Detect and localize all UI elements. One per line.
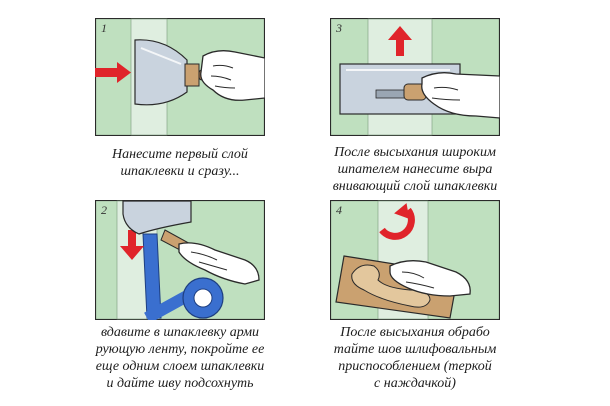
caption-line: с наждачкой) <box>374 376 456 391</box>
caption-line: После высыхания обрабо <box>340 325 490 340</box>
panel-step-3: 3 <box>330 18 500 136</box>
panel-2-caption: вдавите в шпаклевку арми рующую ленту, п… <box>70 324 290 392</box>
caption-line: После высыхания широким <box>334 145 496 160</box>
caption-line: внивающий слой шпаклевки <box>332 179 498 194</box>
step-number: 2 <box>101 203 107 217</box>
hand-icon <box>200 50 265 101</box>
arrow-down-icon <box>120 230 144 260</box>
panel-step-2: 2 <box>95 200 265 320</box>
caption-line: и дайте шву подсохнуть <box>106 376 254 391</box>
caption-line: еще одним слоем шпаклевки <box>95 359 265 374</box>
panel-1-illustration: 1 <box>95 18 265 136</box>
step-number: 1 <box>101 21 107 35</box>
caption-line: шпаклевки и сразу... <box>120 164 240 179</box>
panel-step-4: 4 <box>330 200 500 320</box>
caption-line: тайте шов шлифовальным <box>333 342 497 357</box>
step-number: 4 <box>336 203 342 217</box>
caption-line: рующую ленту, покройте ее <box>95 342 265 357</box>
reinforcing-tape-roll-icon <box>142 233 224 320</box>
panel-1-caption: Нанесите первый слой шпаклевки и сразу..… <box>90 146 270 180</box>
caption-line: шпателем нанесите выра <box>337 162 493 177</box>
caption-line: Нанесите первый слой <box>112 147 248 162</box>
panel-4-caption: После высыхания обрабо тайте шов шлифова… <box>305 324 525 392</box>
panel-4-illustration: 4 <box>330 200 500 320</box>
hand-icon <box>178 242 260 285</box>
hand-icon <box>421 72 500 119</box>
panel-3-caption: После высыхания широким шпателем нанесит… <box>310 144 520 195</box>
caption-line: вдавите в шпаклевку арми <box>100 325 259 340</box>
caption-line: приспособлением (теркой <box>338 359 492 374</box>
rotate-arrow-icon <box>379 203 415 240</box>
hand-icon <box>389 260 471 297</box>
arrow-up-icon <box>388 26 412 56</box>
panel-3-illustration: 3 <box>330 18 500 136</box>
arrow-right-icon <box>95 62 131 83</box>
panel-step-1: 1 <box>95 18 265 136</box>
panel-2-illustration: 2 <box>95 200 265 320</box>
step-number: 3 <box>335 21 342 35</box>
